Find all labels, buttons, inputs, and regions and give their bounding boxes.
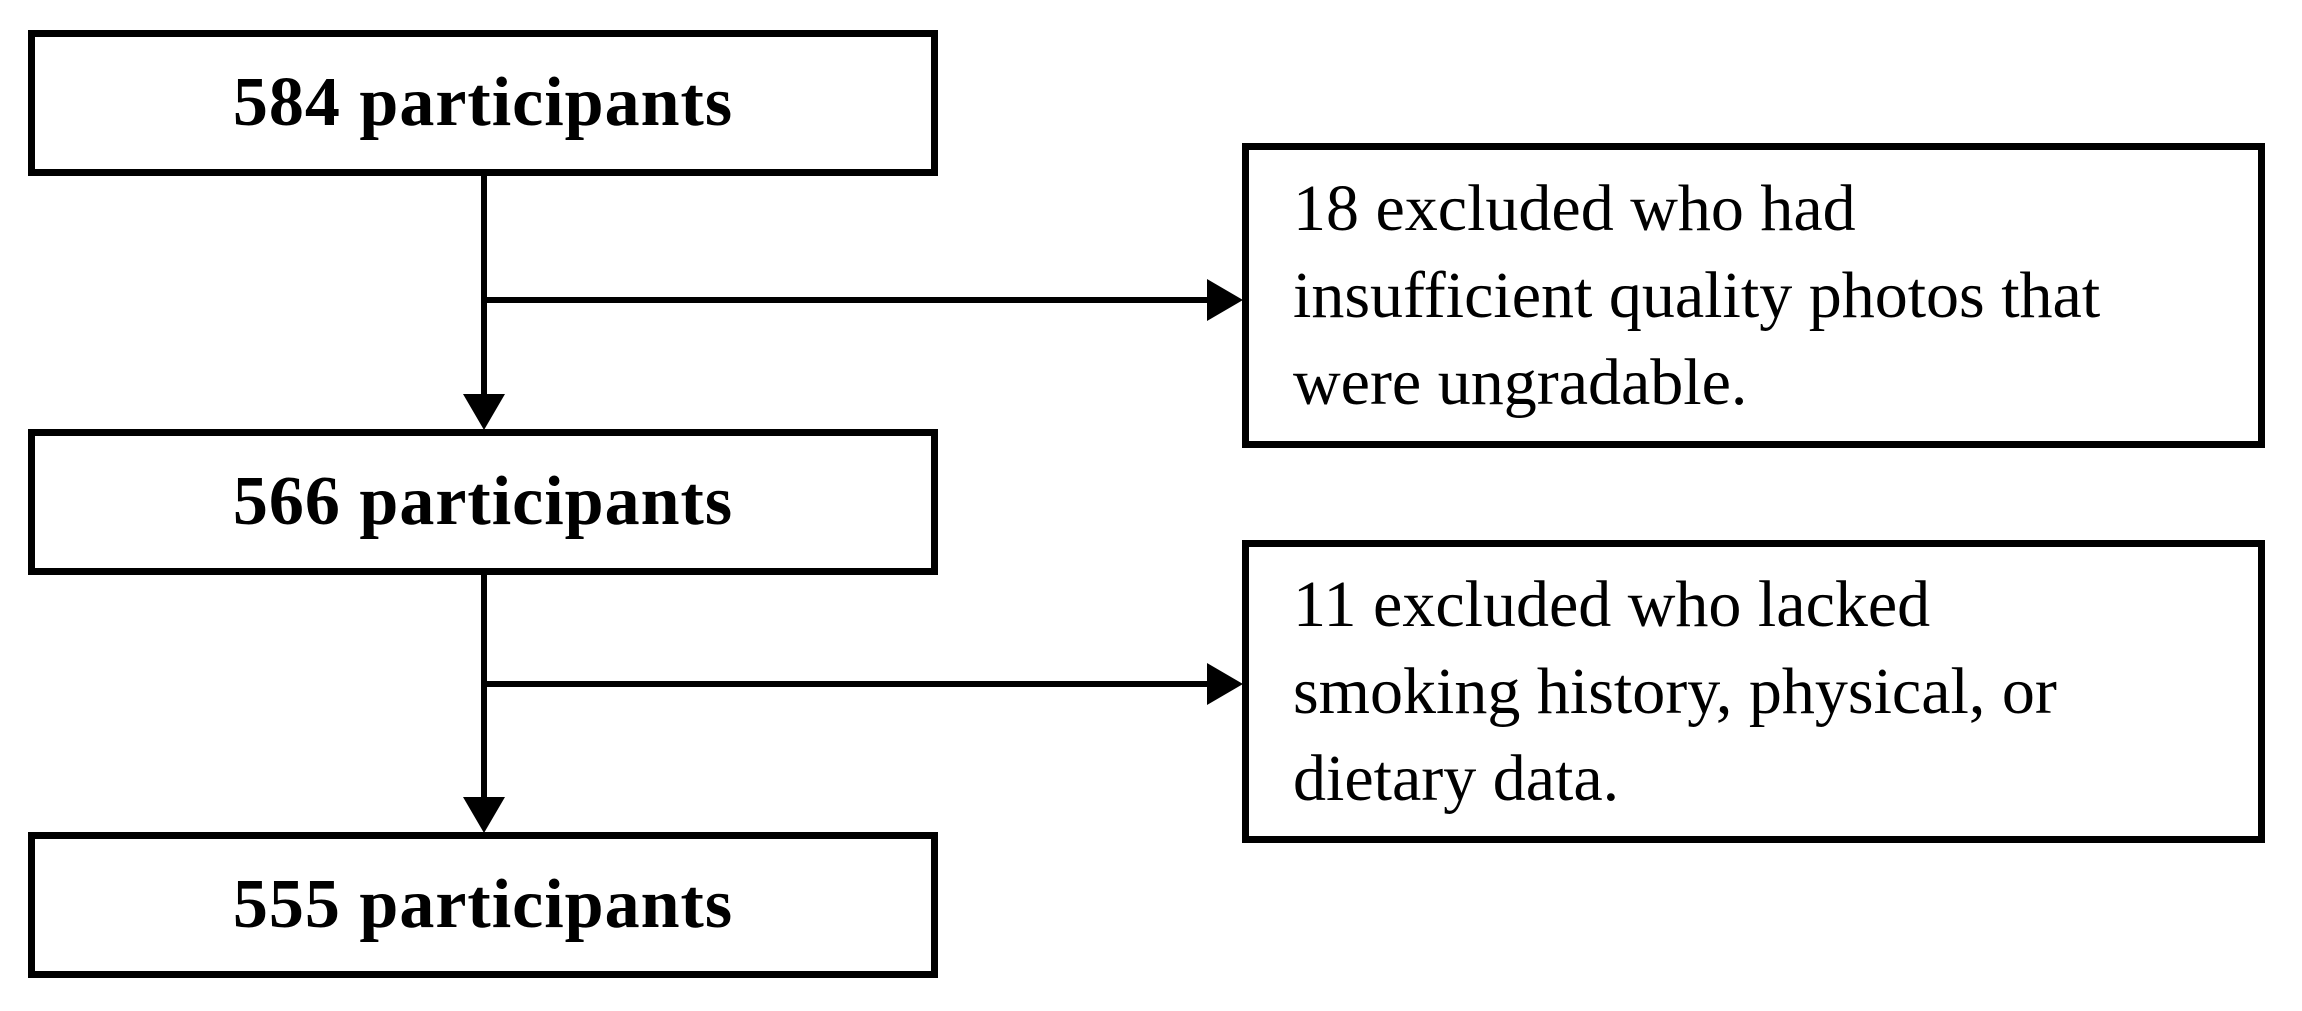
flow-box-555-participants: 555 participants xyxy=(28,832,938,978)
flow-box-584-participants: 584 participants xyxy=(28,30,938,176)
connector-line-vertical-1 xyxy=(481,176,487,398)
flow-box-label: 555 participants xyxy=(232,866,734,943)
exclusion-box-missing-data: 11 excluded who lacked smoking history, … xyxy=(1242,540,2265,843)
exclusion-text-line: dietary data. xyxy=(1293,742,1620,815)
flow-box-566-participants: 566 participants xyxy=(28,429,938,575)
exclusion-text-line: 18 excluded who had xyxy=(1293,172,1856,245)
arrowhead-down-icon xyxy=(463,797,505,833)
flow-box-label: 584 participants xyxy=(232,64,734,141)
flow-box-label: 566 participants xyxy=(232,463,734,540)
arrowhead-down-icon xyxy=(463,394,505,430)
exclusion-box-photo-quality: 18 excluded who had insufficient quality… xyxy=(1242,143,2265,448)
exclusion-text-line: were ungradable. xyxy=(1293,346,1748,419)
connector-line-vertical-2 xyxy=(481,575,487,801)
exclusion-text-line: insufficient quality photos that xyxy=(1293,259,2101,332)
connector-line-branch-1 xyxy=(484,297,1212,303)
arrowhead-right-icon xyxy=(1207,279,1243,321)
connector-line-branch-2 xyxy=(484,681,1212,687)
arrowhead-right-icon xyxy=(1207,663,1243,705)
exclusion-text-line: smoking history, physical, or xyxy=(1293,655,2057,728)
exclusion-text-line: 11 excluded who lacked xyxy=(1293,568,1931,641)
